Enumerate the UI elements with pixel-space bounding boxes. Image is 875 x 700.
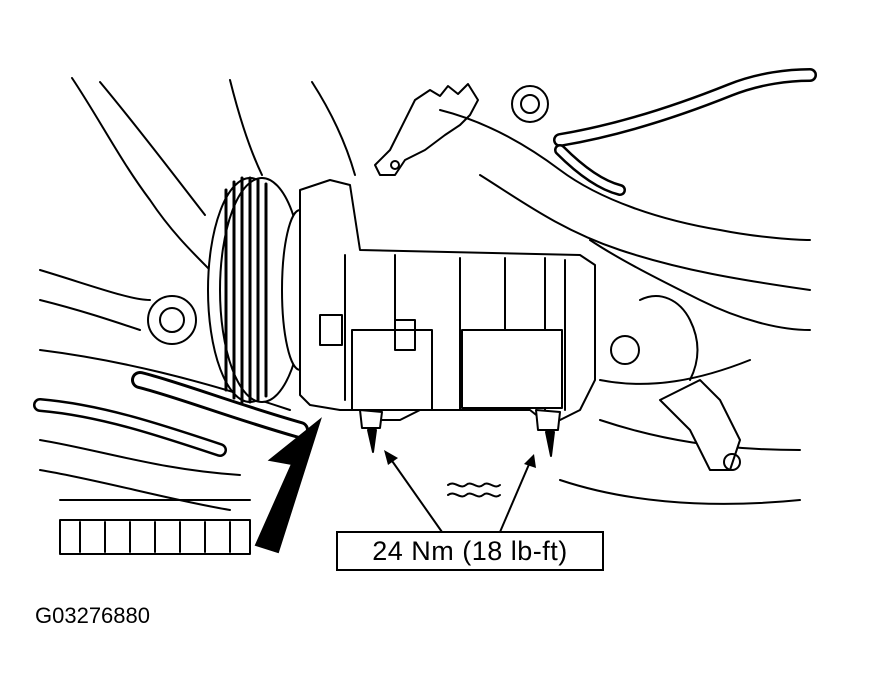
coil-spring (447, 482, 501, 498)
lower-grille (59, 499, 251, 555)
toothed-bracket (374, 83, 479, 176)
refrigerant-line-fitting (610, 295, 741, 471)
leader-arrowhead-icon (384, 450, 398, 465)
figure-identifier: G03276880 (35, 603, 150, 628)
engine-background-lines (39, 77, 811, 511)
left-mount-and-hose (33, 295, 309, 457)
compressor-body (299, 179, 596, 457)
torque-callout: 24 Nm (18 lb-ft) (336, 531, 604, 571)
callout-leaders (389, 457, 531, 533)
location-arrow-icon (254, 417, 322, 554)
leader-arrowhead-icon (524, 454, 536, 468)
torque-callout-label: 24 Nm (18 lb-ft) (372, 535, 568, 566)
wiring-harness (511, 68, 817, 196)
